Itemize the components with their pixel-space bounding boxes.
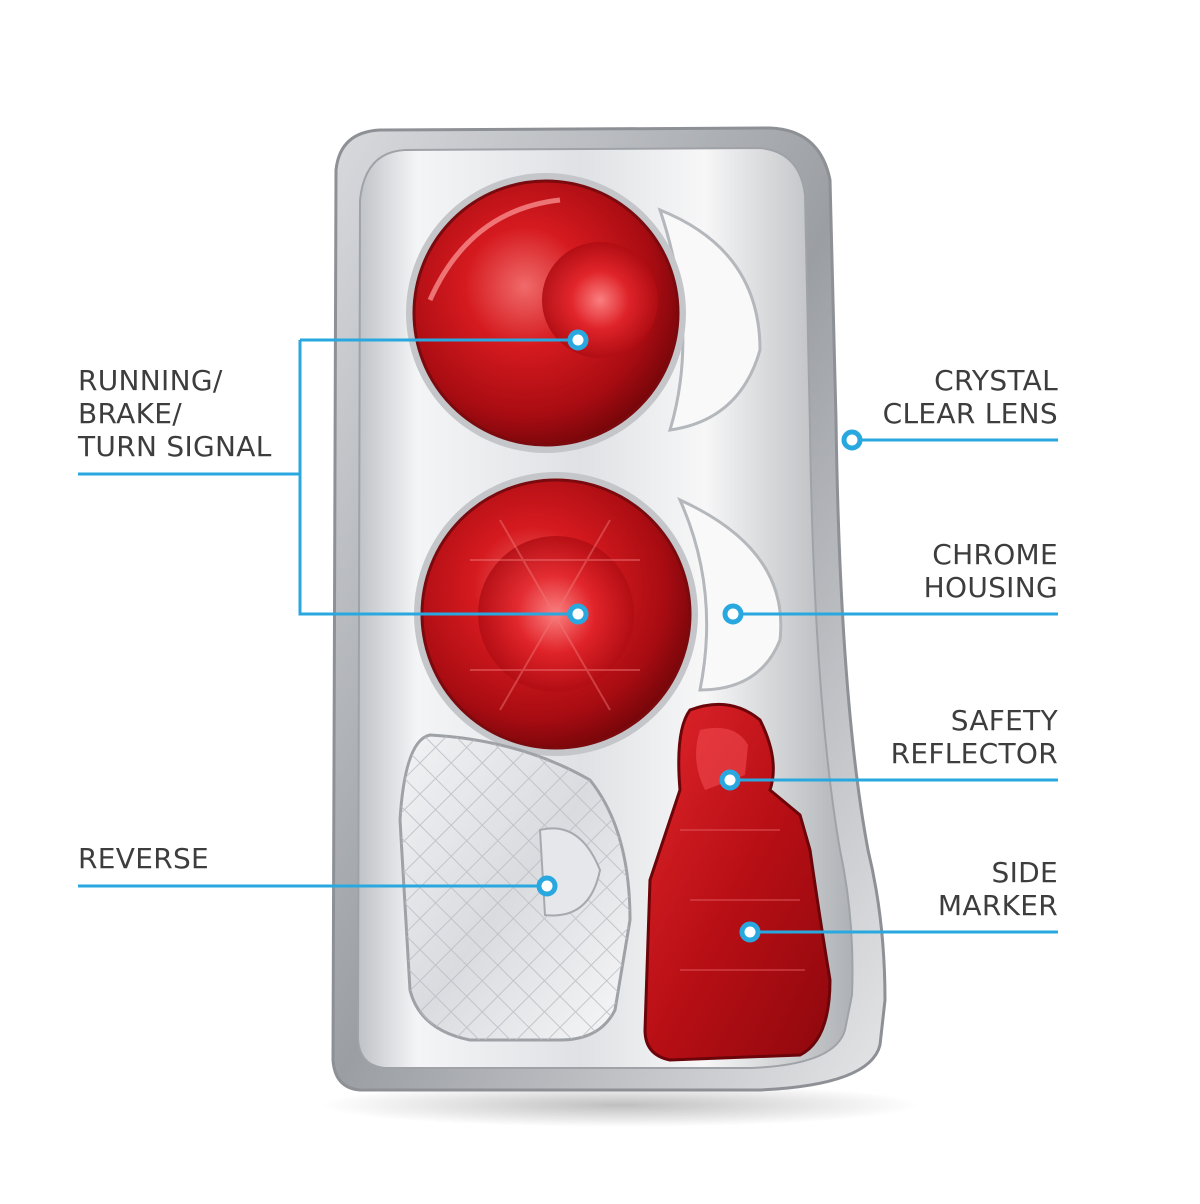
callout-dot-crystal-clear-lens — [841, 429, 863, 451]
callout-dot-safety-reflector — [719, 769, 741, 791]
callout-dot-middle-lens — [567, 603, 589, 625]
label-line: SIDE — [991, 856, 1058, 889]
label-line: TURN SIGNAL — [78, 430, 272, 463]
label-reverse: REVERSE — [78, 842, 209, 875]
label-line: RUNNING/ — [78, 364, 223, 397]
callout-dot-reverse — [536, 875, 558, 897]
label-line: MARKER — [937, 889, 1058, 922]
label-chrome-housing: CHROME HOUSING — [924, 538, 1058, 604]
label-safety-reflector: SAFETY REFLECTOR — [891, 704, 1058, 770]
callout-dot-side-marker — [739, 921, 761, 943]
label-line: CRYSTAL — [934, 364, 1058, 397]
label-line: BRAKE/ — [78, 397, 182, 430]
label-line: SAFETY — [950, 704, 1058, 737]
label-crystal-clear-lens: CRYSTAL CLEAR LENS — [883, 364, 1058, 430]
leader-running-brake-turn — [78, 338, 578, 616]
label-line: REVERSE — [78, 842, 210, 875]
label-line: REFLECTOR — [890, 737, 1058, 770]
label-side-marker: SIDE MARKER — [938, 856, 1058, 922]
label-line: CHROME — [932, 538, 1058, 571]
callout-dot-chrome-housing — [722, 603, 744, 625]
label-line: HOUSING — [923, 571, 1058, 604]
callout-dot-top-lens — [567, 329, 589, 351]
label-line: CLEAR LENS — [882, 397, 1058, 430]
label-running-brake-turn-signal: RUNNING/ BRAKE/ TURN SIGNAL — [78, 364, 272, 463]
